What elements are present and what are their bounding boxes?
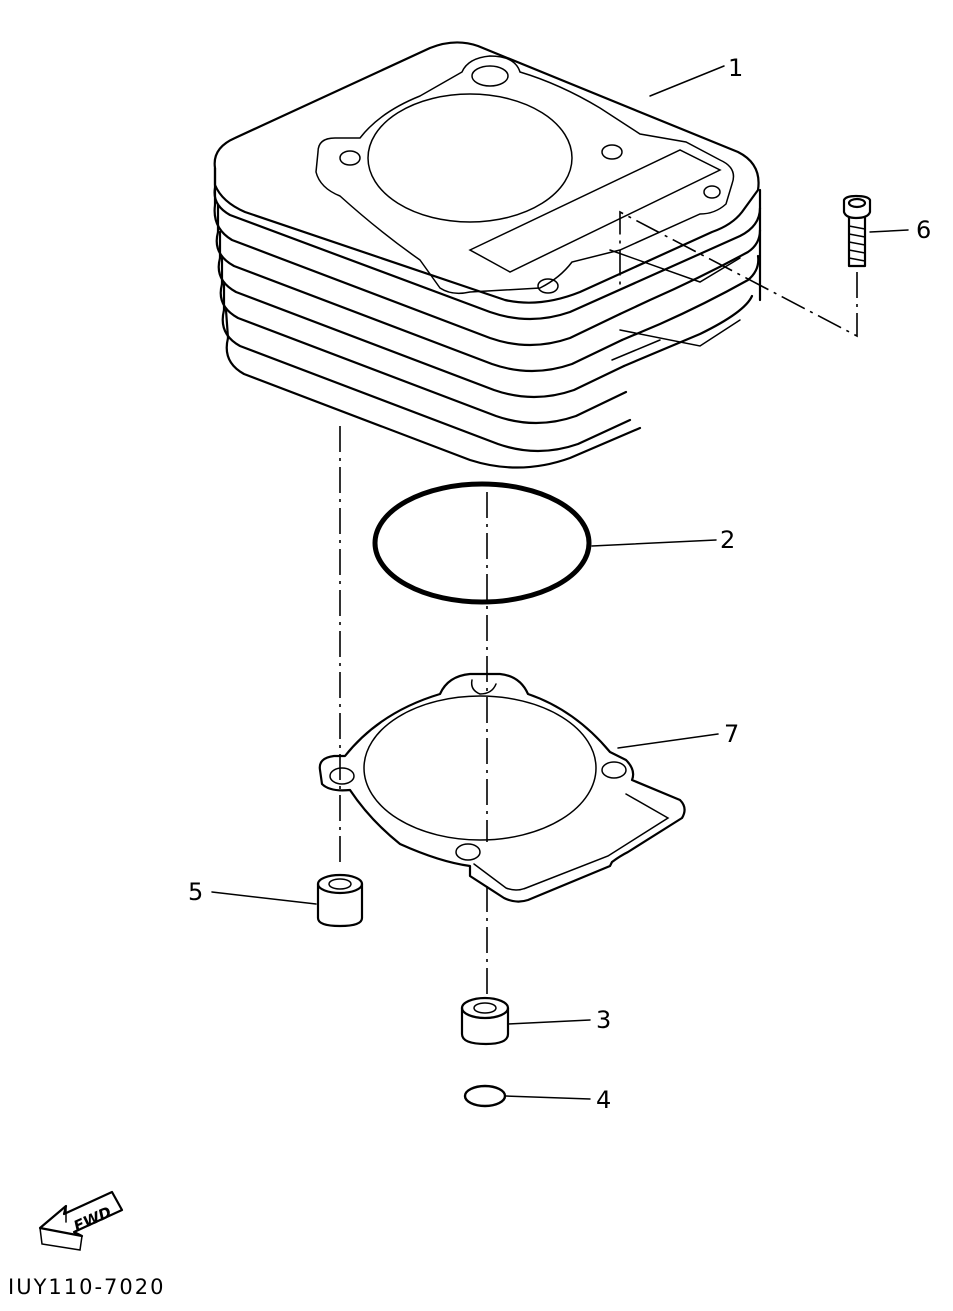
bolt-part bbox=[842, 194, 872, 268]
leader-line-7 bbox=[617, 733, 719, 749]
leader-line-6 bbox=[869, 229, 909, 233]
callout-4: 4 bbox=[596, 1086, 611, 1114]
leader-line-4 bbox=[505, 1095, 591, 1100]
dowel-pin-right-part bbox=[460, 996, 510, 1046]
o-ring-part bbox=[372, 481, 592, 605]
callout-7: 7 bbox=[724, 720, 739, 748]
bolt-locator-line bbox=[619, 210, 858, 338]
callout-6: 6 bbox=[916, 216, 931, 244]
gasket-part bbox=[318, 672, 686, 903]
callout-2: 2 bbox=[720, 526, 735, 554]
forward-arrow-icon: FWD bbox=[38, 1190, 124, 1251]
callout-3: 3 bbox=[596, 1006, 611, 1034]
leader-line-3 bbox=[507, 1019, 591, 1025]
diagram-code: IUY110-7020 bbox=[8, 1275, 166, 1299]
callout-5: 5 bbox=[188, 878, 203, 906]
leader-line-5 bbox=[211, 891, 317, 905]
callout-1: 1 bbox=[728, 54, 743, 82]
dowel-pin-left-part bbox=[316, 873, 364, 928]
leader-line-1 bbox=[649, 65, 725, 97]
leader-line-2 bbox=[591, 539, 717, 547]
cylinder-part bbox=[213, 41, 762, 469]
small-o-ring-part bbox=[463, 1084, 507, 1108]
